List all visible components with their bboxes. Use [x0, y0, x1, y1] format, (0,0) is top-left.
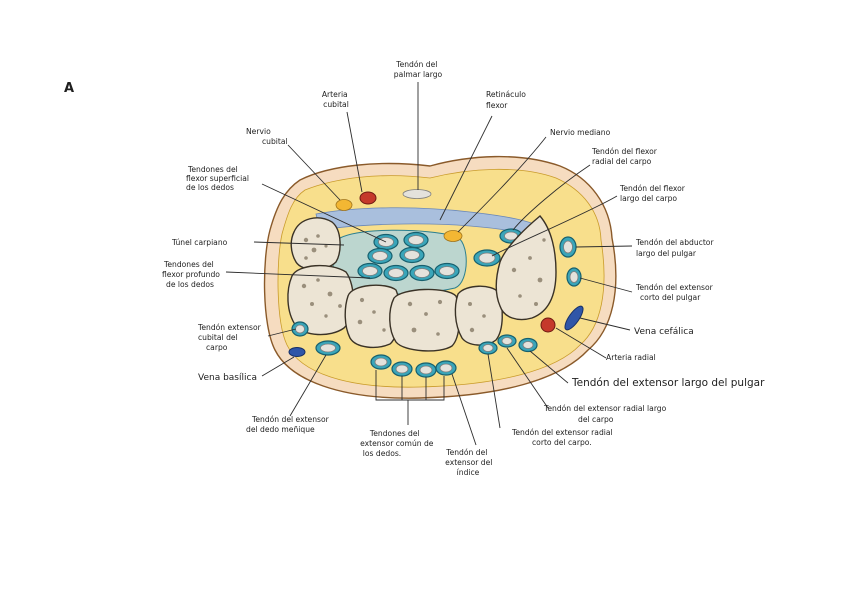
label-radial-artery: Arteria radial — [606, 353, 656, 362]
label-carpal-tunnel: Túnel carpiano — [171, 238, 228, 247]
fdp-tendon-core — [363, 267, 378, 276]
bone-pore — [534, 302, 538, 306]
ecrl-tendon-core — [502, 338, 512, 345]
bone-pore — [382, 328, 385, 331]
fpl-tendon-core — [479, 253, 495, 263]
label-apl: Tendón del abductor largo del pulgar — [635, 238, 716, 258]
ulnar-artery — [360, 192, 376, 204]
epl-tendon-core — [523, 342, 533, 349]
label-fpl: Tendón del flexor largo del carpo — [619, 184, 687, 203]
ecu-tendon-core — [296, 325, 305, 333]
bone-pore — [512, 268, 516, 272]
label-palmaris-longus: Tendón del palmar largo — [394, 60, 443, 79]
radial-artery — [541, 318, 555, 332]
bone-pore — [312, 248, 317, 253]
edc-tendon-core — [420, 366, 432, 374]
bone-pore — [518, 294, 522, 298]
bone-pore — [324, 314, 327, 317]
median-nerve — [444, 231, 462, 242]
edc-tendon-core — [396, 365, 408, 373]
trapezium-bone — [455, 286, 502, 345]
bone-pore — [542, 238, 545, 241]
label-ecrb: Tendón del extensor radial corto del car… — [511, 428, 615, 447]
bone-pore — [424, 312, 428, 316]
apl-tendon-core — [564, 241, 573, 253]
bone-pore — [304, 238, 308, 242]
label-flexor-retinaculum: Retináculo flexor — [486, 90, 528, 110]
basilic-vein — [289, 348, 305, 357]
edm-tendon-core — [321, 344, 336, 352]
bone-pore — [482, 314, 486, 318]
label-ei: Tendón del extensor del índice — [445, 448, 495, 477]
panel-letter: A — [64, 81, 74, 96]
bone-pore — [538, 278, 543, 283]
edc-tendon-core — [375, 358, 387, 366]
bone-pore — [372, 310, 376, 314]
ulnar-nerve — [336, 200, 352, 211]
fds-tendon-core — [409, 236, 424, 245]
epb-tendon-core — [570, 272, 578, 283]
bone-pore — [302, 284, 306, 288]
label-ulnar-artery: Arteria cubital — [322, 90, 350, 109]
label-edm: Tendón del extensor del dedo meñique — [246, 415, 331, 434]
bone-pore — [310, 302, 314, 306]
fdp-tendon-core — [389, 269, 404, 278]
label-epb: Tendón del extensor corto del pulgar — [635, 283, 715, 302]
label-fds: Tendones del flexor superficial de los d… — [186, 165, 251, 192]
label-edc: Tendones del extensor común de los dedos… — [360, 429, 436, 458]
label-median-nerve: Nervio mediano — [550, 128, 611, 137]
bone-pore — [408, 302, 412, 306]
bone-pore — [316, 234, 320, 238]
bone-pore — [304, 256, 308, 260]
bone-pore — [470, 328, 474, 332]
fds-tendon-core — [373, 252, 388, 261]
label-ulnar-nerve: Nervio cubital — [246, 127, 288, 146]
bone-pore — [528, 256, 532, 260]
bone-pore — [436, 332, 440, 336]
ecrb-tendon-core — [483, 345, 493, 352]
label-cephalic-vein: Vena cefálica — [634, 327, 694, 337]
bone-pore — [316, 278, 320, 282]
fdp-tendon-core — [415, 269, 430, 278]
bone-pore — [412, 328, 417, 333]
label-epl: Tendón del extensor largo del pulgar — [571, 377, 765, 389]
bone-pore — [328, 292, 333, 297]
label-ecrl: Tendón del extensor radial largo del car… — [543, 404, 669, 424]
trapezoid-bone — [390, 289, 460, 351]
label-fcr: Tendón del flexor radial del carpo — [591, 147, 659, 166]
bone-pore — [468, 302, 472, 306]
label-ecu: Tendón extensor cubital del carpo — [197, 323, 263, 352]
bone-pore — [438, 300, 442, 304]
fdp-tendon-core — [440, 267, 455, 276]
bone-pore — [360, 298, 364, 302]
edc-tendon-core — [440, 364, 452, 372]
fds-tendon-core — [405, 251, 420, 260]
bone-pore — [358, 320, 363, 325]
label-fdp: Tendones del flexor profundo de los dedo… — [162, 260, 222, 289]
label-basilic-vein: Vena basílica — [198, 373, 257, 383]
bone-pore — [338, 304, 342, 308]
palmaris-longus-tendon — [403, 190, 431, 199]
